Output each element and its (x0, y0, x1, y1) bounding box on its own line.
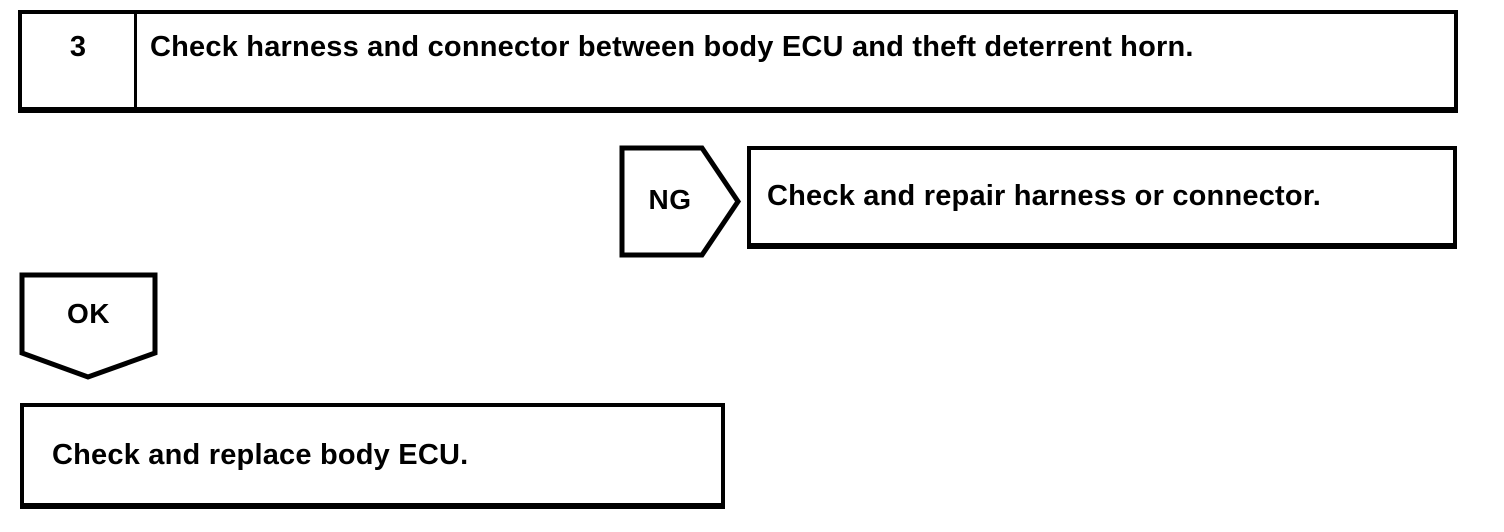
ng-connector: NG (618, 144, 742, 259)
ok-action-text: Check and replace body ECU. (52, 438, 469, 471)
ng-action-text: Check and repair harness or connector. (767, 180, 1321, 212)
step-instruction: Check harness and connector between body… (150, 31, 1194, 63)
ok-connector-label: OK (67, 298, 110, 329)
ok-action-box: Check and replace body ECU. (20, 403, 725, 509)
ok-pentagon-shape (19, 272, 158, 380)
step-number: 3 (69, 31, 87, 63)
step-number-cell: 3 (22, 14, 137, 107)
ng-connector-label: NG (648, 183, 692, 215)
ng-action-box: Check and repair harness or connector. (747, 146, 1457, 249)
step-box: 3 Check harness and connector between bo… (18, 10, 1458, 113)
ng-pentagon-shape (619, 145, 742, 258)
ok-connector: OK (18, 271, 159, 381)
